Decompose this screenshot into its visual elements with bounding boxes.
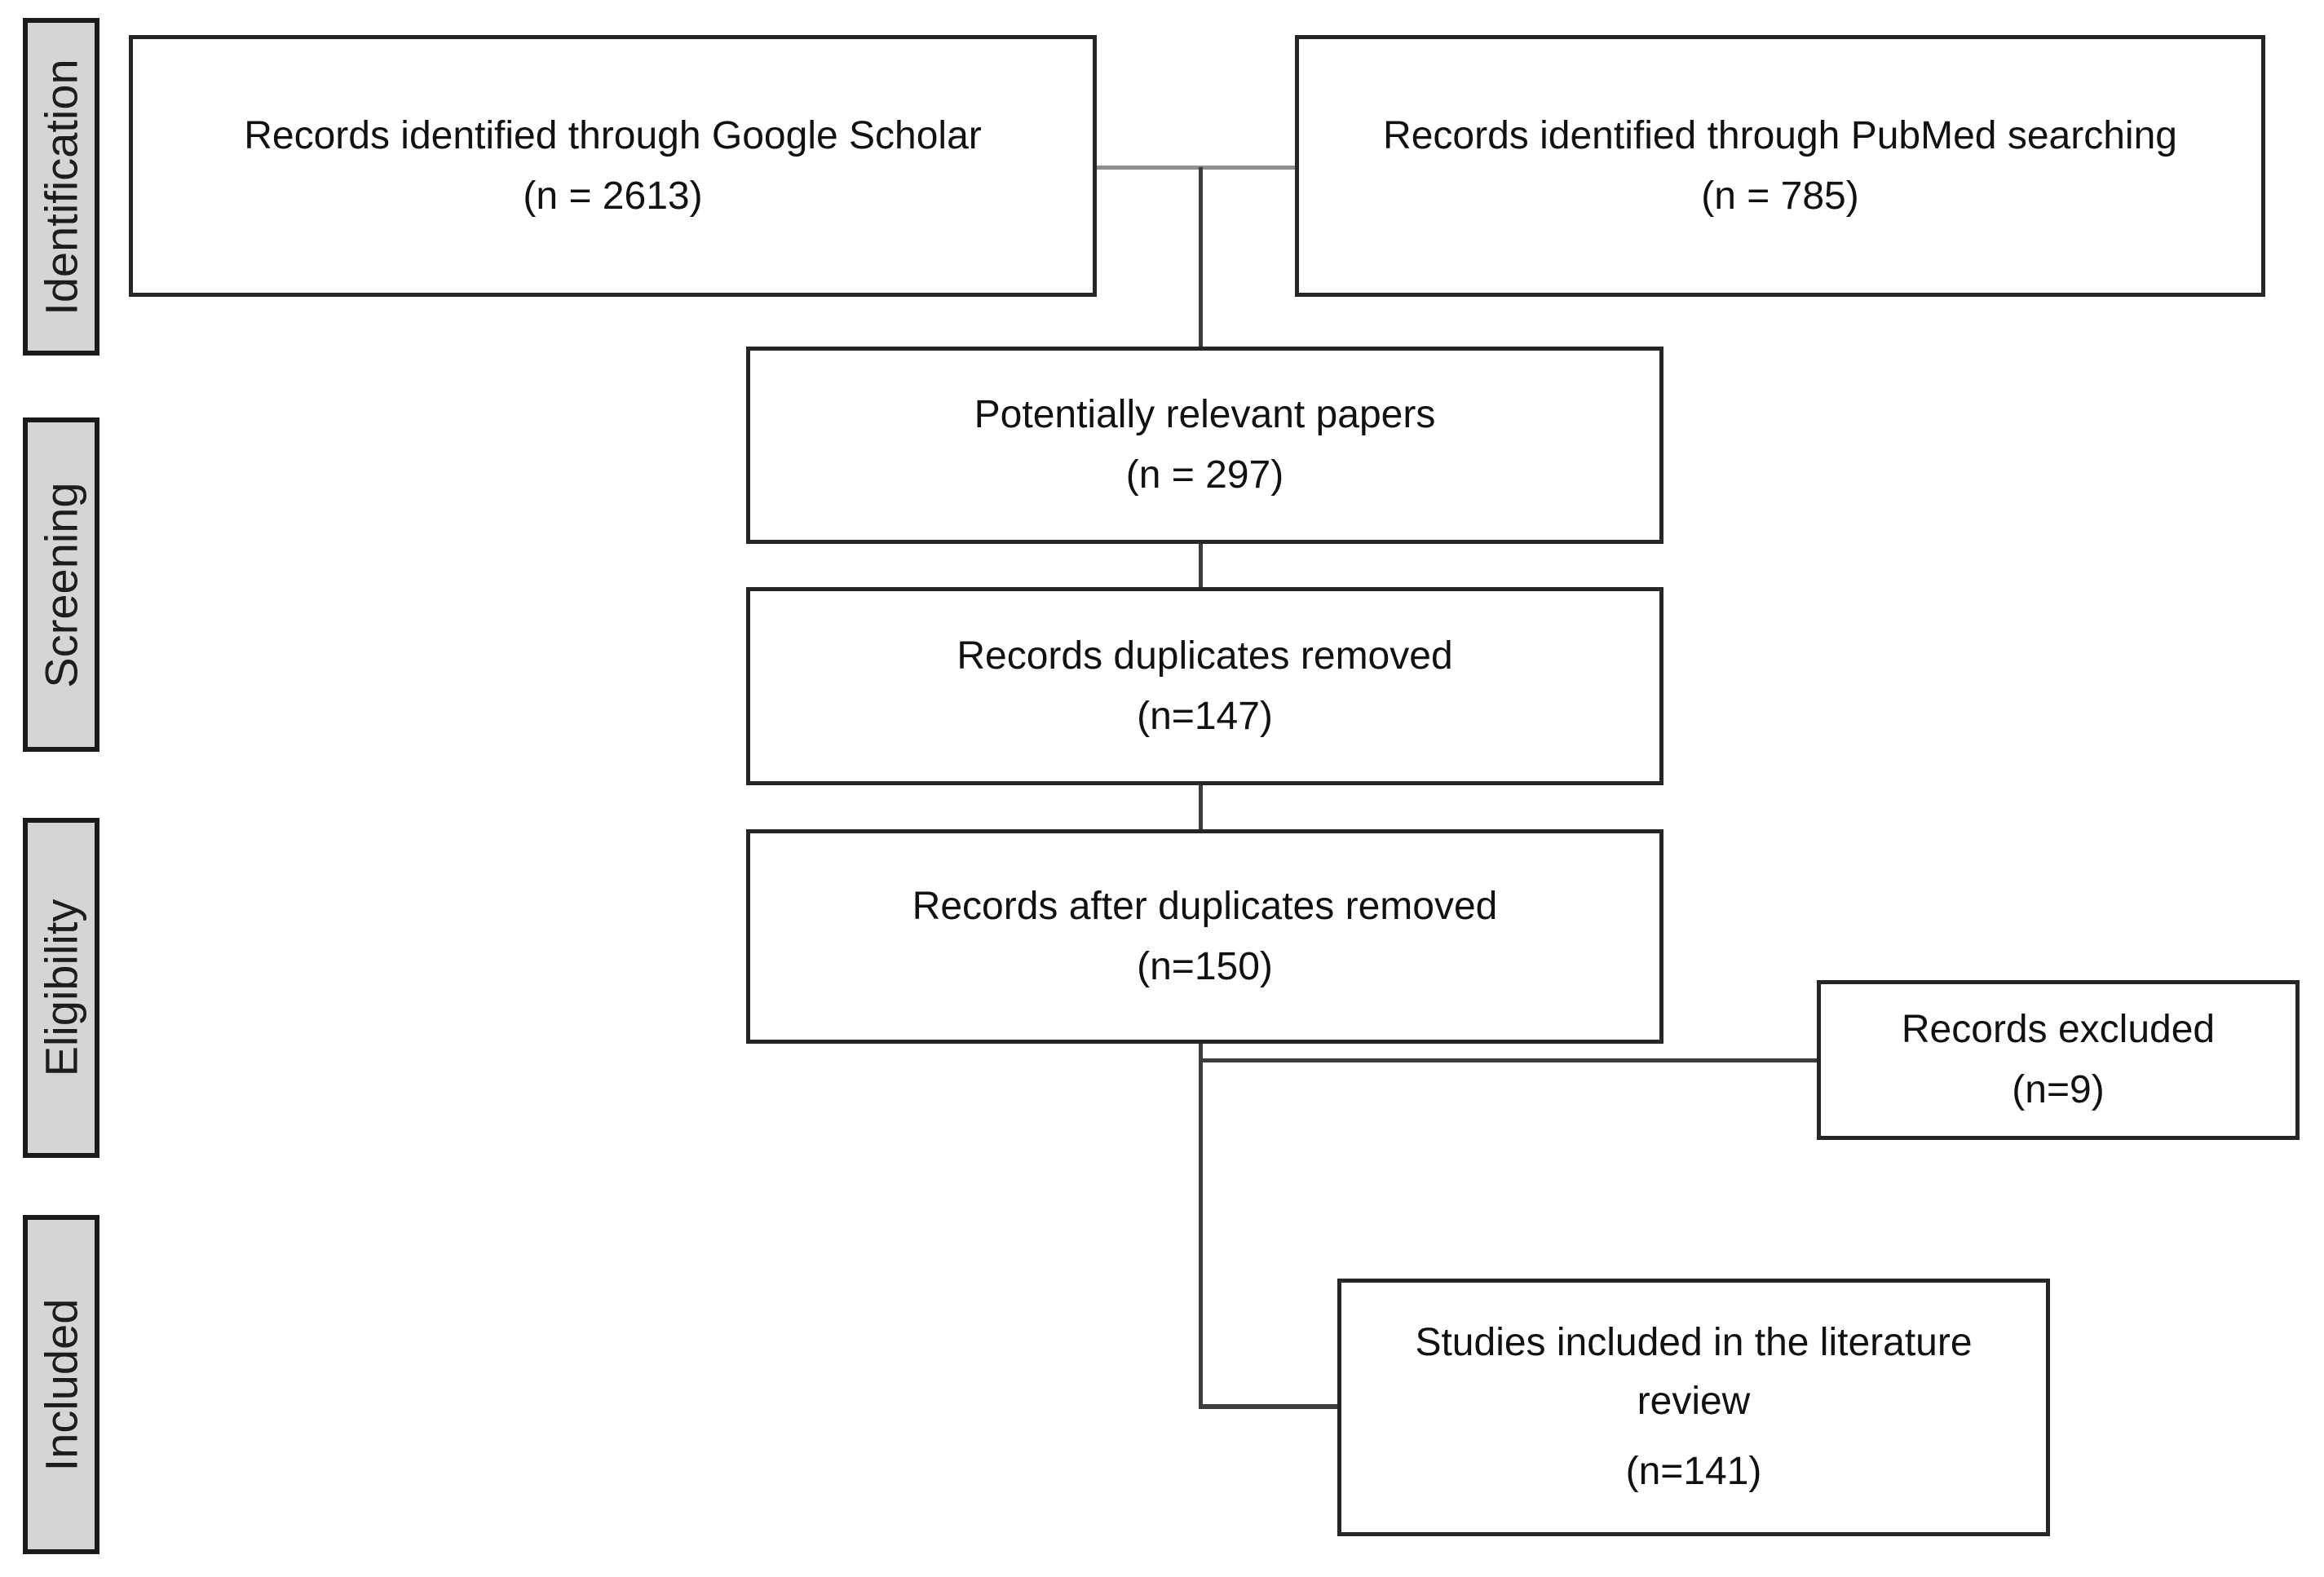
node-records-excluded-count: (n=9) (2012, 1068, 2105, 1111)
stage-eligibility: Eligibility (23, 818, 99, 1158)
stage-eligibility-label: Eligibility (35, 899, 87, 1077)
node-records-excluded-text: Records excluded (1901, 1008, 2216, 1051)
stage-included-label: Included (35, 1298, 87, 1471)
stage-identification-label: Identification (35, 58, 87, 316)
node-after-duplicates-removed-count: (n=150) (1137, 944, 1273, 988)
node-records-excluded: Records excluded (n=9) (1817, 980, 2300, 1140)
node-included-studies-text: Studies included in the literature revie… (1415, 1321, 1973, 1423)
node-potentially-relevant-text: Potentially relevant papers (974, 393, 1436, 436)
node-google-scholar: Records identified through Google Schola… (129, 35, 1097, 297)
node-potentially-relevant-count: (n = 297) (1125, 453, 1284, 497)
node-pubmed-count: (n = 785) (1701, 174, 1859, 218)
stage-included: Included (23, 1215, 99, 1554)
stage-screening: Screening (23, 417, 99, 752)
node-duplicates-removed-text: Records duplicates removed (957, 634, 1453, 678)
node-included-studies: Studies included in the literature revie… (1337, 1279, 2050, 1536)
node-after-duplicates-removed: Records after duplicates removed (n=150) (746, 829, 1663, 1044)
node-google-scholar-count: (n = 2613) (523, 174, 703, 218)
node-google-scholar-text: Records identified through Google Schola… (244, 113, 982, 157)
stage-identification: Identification (23, 18, 99, 356)
node-pubmed-text: Records identified through PubMed search… (1383, 113, 2177, 157)
connector-sources-to-relevant (1199, 167, 1203, 348)
connector-to-included-studies (1199, 1404, 1339, 1409)
node-duplicates-removed: Records duplicates removed (n=147) (746, 587, 1663, 785)
connector-after-down (1199, 1042, 1203, 1409)
node-duplicates-removed-count: (n=147) (1137, 694, 1273, 738)
node-after-duplicates-removed-text: Records after duplicates removed (912, 884, 1498, 928)
stage-screening-label: Screening (35, 481, 87, 688)
connector-relevant-to-duplicates (1199, 541, 1203, 589)
connector-duplicates-to-after (1199, 783, 1203, 832)
node-potentially-relevant: Potentially relevant papers (n = 297) (746, 347, 1663, 544)
connector-between-sources (1097, 166, 1295, 170)
node-included-studies-count: (n=141) (1625, 1450, 1762, 1493)
node-pubmed: Records identified through PubMed search… (1295, 35, 2265, 297)
connector-branch-to-excluded (1199, 1058, 1818, 1062)
